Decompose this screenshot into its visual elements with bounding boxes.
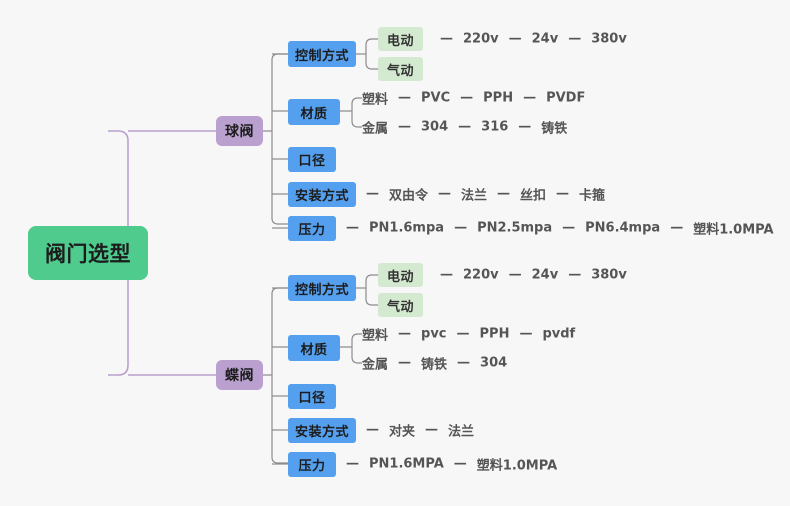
leaf-value: 丝扣 [520,188,547,204]
dash: — [508,31,522,47]
category-node-control-mode-1[interactable]: 控制方式 [288,41,356,67]
leaf-value: 塑料1.0MPA [693,222,774,238]
leaf-value: 法兰 [448,424,475,440]
dash: — [398,90,412,106]
dash: — [440,31,453,47]
dash: — [556,186,570,202]
dash: — [366,422,379,438]
dash: — [438,186,452,202]
dash: — [425,422,439,438]
b2-ctrl-bracket [365,274,378,306]
dash: — [568,267,582,283]
leaf-row-electric-1: — 220v — 24v — 380v [440,32,637,47]
leaf-value: pvdf [542,326,576,342]
leaf-row-pressure-2: — PN1.6MPA — 塑料1.0MPA [346,455,567,474]
dash: — [523,90,537,106]
category-node-installation-2[interactable]: 安装方式 [288,418,356,443]
leaf-value: 24v [531,31,559,47]
dash: — [346,456,359,472]
dash: — [518,119,532,135]
leaf-row-metal-2: 金属 — 铸铁 — 304 [362,354,517,373]
dash: — [457,355,471,371]
leaf-value: PPH [483,90,514,106]
leaf-row-plastic-2: 塑料 — pvc — PPH — pvdf [362,325,585,344]
b1-mat-bracket [351,97,362,128]
leaf-value: 塑料1.0MPA [476,458,558,474]
category-node-control-mode-2[interactable]: 控制方式 [288,275,356,301]
dash: — [398,326,412,342]
leaf-value: PN2.5mpa [477,220,553,236]
leaf-value: PN1.6mpa [369,220,445,236]
leaf-value: pvc [421,326,447,342]
subnode-pneumatic-1[interactable]: 气动 [378,57,423,81]
dash: — [456,326,470,342]
leaf-value: PPH [479,326,510,342]
dash: — [398,119,412,135]
dash: — [398,355,412,371]
leaf-value: 铸铁 [421,357,448,373]
leaf-value: PN1.6MPA [369,456,444,472]
dash: — [460,90,474,106]
dash: — [458,119,472,135]
leaf-value: 法兰 [461,188,488,204]
leaf-row-pressure-1: — PN1.6mpa — PN2.5mpa — PN6.4mpa — 塑料1.0… [346,219,784,238]
leaf-value: 380v [591,31,627,47]
dash: — [497,186,511,202]
dash: — [346,220,359,236]
leaf-value: 316 [481,119,509,135]
category-node-installation-1[interactable]: 安装方式 [288,182,356,207]
subnode-electric-2[interactable]: 电动 [378,263,423,287]
branch1-bracket [271,53,288,225]
b2-mat-bracket [351,333,362,364]
dash: — [366,186,379,202]
leaf-value: 380v [591,267,627,283]
category-node-material-1[interactable]: 材质 [288,99,340,125]
category-node-material-2[interactable]: 材质 [288,335,340,361]
leaf-value: 24v [531,267,559,283]
row-label: 塑料 [362,328,389,344]
branch2-bracket [271,287,288,464]
dash: — [562,220,576,236]
dash: — [568,31,582,47]
leaf-row-plastic-1: 塑料 — PVC — PPH — PVDF [362,89,595,108]
leaf-value: PVDF [546,90,586,106]
leaf-value: PN6.4mpa [585,220,661,236]
leaf-row-installation-1: — 双由令 — 法兰 — 丝扣 — 卡箍 [366,185,615,204]
dash: — [508,267,522,283]
dash: — [454,220,468,236]
dash: — [440,267,453,283]
leaf-row-metal-1: 金属 — 304 — 316 — 铸铁 [362,118,577,137]
leaf-value: 304 [421,119,449,135]
row-label: 金属 [362,357,389,373]
subnode-electric-1[interactable]: 电动 [378,27,423,51]
dash: — [453,456,467,472]
leaf-value: 304 [480,355,508,371]
category-node-diameter-2[interactable]: 口径 [288,384,336,409]
leaf-value: 双由令 [389,188,429,204]
leaf-value: 220v [463,267,499,283]
subnode-pneumatic-2[interactable]: 气动 [378,293,423,317]
row-label: 金属 [362,121,389,137]
category-node-pressure-2[interactable]: 压力 [288,452,336,477]
leaf-row-installation-2: — 对夹 — 法兰 [366,421,484,440]
branch-node-butterfly-valve[interactable]: 蝶阀 [216,360,263,390]
category-node-pressure-1[interactable]: 压力 [288,216,336,241]
leaf-value: 卡箍 [579,188,606,204]
leaf-row-electric-2: — 220v — 24v — 380v [440,268,637,283]
category-node-diameter-1[interactable]: 口径 [288,147,336,172]
dash: — [519,326,533,342]
row-label: 塑料 [362,92,389,108]
b1-ctrl-bracket [365,38,378,70]
leaf-value: 对夹 [389,424,416,440]
leaf-value: 铸铁 [541,121,568,137]
branch-node-ball-valve[interactable]: 球阀 [216,116,263,146]
leaf-value: 220v [463,31,499,47]
leaf-value: PVC [421,90,451,106]
dash: — [670,220,684,236]
root-node[interactable]: 阀门选型 [28,226,148,280]
